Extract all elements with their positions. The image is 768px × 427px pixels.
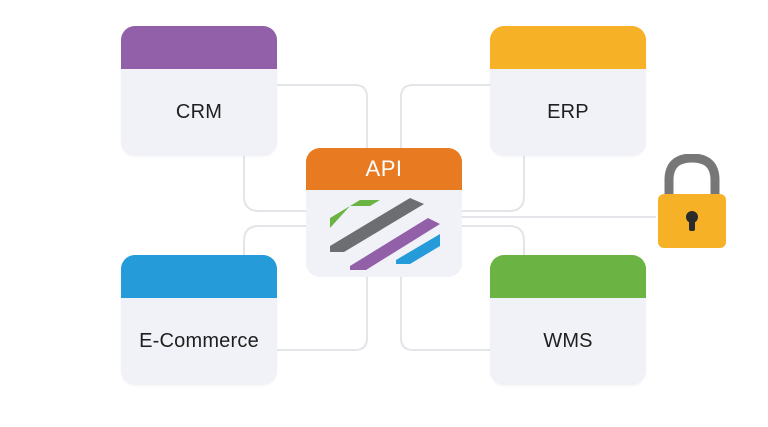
crm-node: CRM [121, 26, 277, 156]
connector-wms-api-upper [462, 225, 525, 255]
connector-erp-api [400, 84, 490, 148]
connector-ecommerce-api [277, 277, 368, 351]
connector-wms-api [400, 277, 490, 351]
connector-ecommerce-api-upper [243, 225, 306, 255]
padlock-icon [658, 154, 726, 248]
erp-header-bar [490, 26, 646, 69]
lock-shackle [664, 154, 720, 198]
lock-keyhole-slot [689, 218, 695, 231]
api-hub: API [306, 148, 462, 277]
api-header: API [306, 148, 462, 190]
crm-label: CRM [175, 101, 223, 123]
logo-gray-stripe [330, 198, 424, 252]
ecommerce-label: E-Commerce [139, 330, 259, 352]
connector-crm-api-lower [243, 156, 306, 212]
wms-node: WMS [490, 255, 646, 385]
ecommerce-header-bar [121, 255, 277, 298]
ecommerce-node: E-Commerce [121, 255, 277, 385]
logo-purple-stripe [350, 218, 440, 270]
api-label: API [365, 156, 403, 181]
logo-blue-stripe [396, 234, 440, 264]
striped-api-logo-icon [330, 198, 440, 270]
connector-crm-api [277, 84, 368, 148]
wms-header-bar [490, 255, 646, 298]
wms-label: WMS [543, 330, 593, 352]
crm-header-bar [121, 26, 277, 69]
logo-green-stripe [330, 200, 380, 228]
erp-label: ERP [547, 101, 589, 123]
erp-node: ERP [490, 26, 646, 156]
connector-erp-api-lower [462, 156, 525, 212]
